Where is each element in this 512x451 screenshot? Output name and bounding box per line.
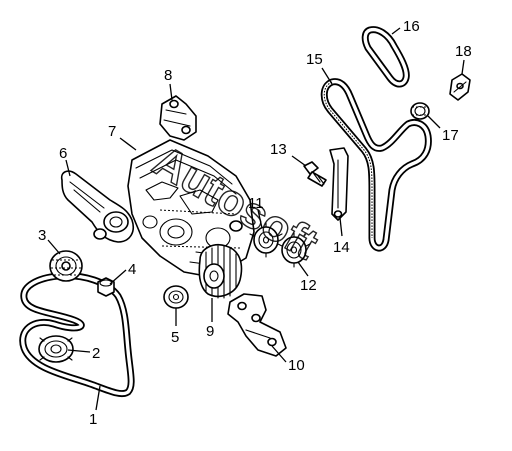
callout-5: 5 <box>171 329 179 346</box>
callout-4: 4 <box>128 261 136 278</box>
accessory-drive-belt <box>19 272 135 398</box>
callout-12: 12 <box>300 277 317 294</box>
callout-labels: 1 2 3 4 5 6 7 8 9 10 11 12 13 14 15 16 1… <box>38 18 472 428</box>
callout-6: 6 <box>59 145 67 162</box>
lower-mounting-bracket <box>227 293 287 357</box>
callout-15: 15 <box>306 51 323 68</box>
pulley-bolt <box>97 277 115 297</box>
timing-sprocket <box>277 232 311 268</box>
callout-3: 3 <box>38 227 46 244</box>
callout-11: 11 <box>248 195 264 212</box>
water-pump-cover <box>60 170 134 243</box>
callout-18: 18 <box>455 43 472 60</box>
leader-lines <box>47 27 465 411</box>
callout-1: 1 <box>89 411 97 428</box>
timing-belt <box>320 78 432 252</box>
callout-7: 7 <box>108 123 116 140</box>
callout-10: 10 <box>288 357 305 374</box>
tensioner-bolt <box>303 161 327 187</box>
crankshaft-pulley <box>38 335 74 363</box>
callout-2: 2 <box>92 345 100 362</box>
sensor-bracket <box>449 73 471 101</box>
callout-8: 8 <box>164 67 172 84</box>
callout-17: 17 <box>442 127 459 144</box>
camshaft-sprocket <box>249 222 283 258</box>
upper-mounting-bracket <box>159 95 197 141</box>
callout-14: 14 <box>333 239 350 256</box>
alternator <box>198 244 243 299</box>
idler-pulley <box>163 285 189 309</box>
callout-16: 16 <box>403 18 420 35</box>
callout-9: 9 <box>206 323 214 340</box>
tensioner-pulley <box>49 250 83 282</box>
callout-13: 13 <box>270 141 287 158</box>
belt-idler-pulley <box>410 102 430 120</box>
auxiliary-belt <box>361 26 410 88</box>
chain-guide <box>329 147 349 221</box>
